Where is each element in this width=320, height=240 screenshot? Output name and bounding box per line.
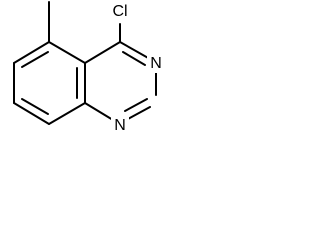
cl-label-mask <box>108 2 132 22</box>
chemical-structure: Cl N N <box>13 1 165 135</box>
bond-n1-c8a <box>84 102 114 121</box>
bond-c5-c4a <box>48 41 86 64</box>
double-bond-c4-n3 <box>122 51 146 66</box>
nitrogen-label-n3: N <box>150 55 162 72</box>
bond-c8-c7 <box>13 102 50 125</box>
double-bond-c2-n1 <box>124 98 148 112</box>
bond-c4a-c4 <box>84 41 121 64</box>
bond-group <box>13 1 157 125</box>
n1-label-mask <box>111 117 129 135</box>
n3-label-mask <box>147 55 165 73</box>
bond-c8a-c8 <box>48 102 86 125</box>
bond-c4-n3 <box>119 41 151 60</box>
atom-labels: Cl N N <box>108 2 165 135</box>
nitrogen-label-n1: N <box>114 117 126 134</box>
bond-c2-n1 <box>125 106 151 121</box>
double-bond-c8-c7 <box>21 98 49 115</box>
chlorine-label: Cl <box>112 3 127 20</box>
bond-c6-c5 <box>13 41 50 64</box>
double-bond-c6-c5 <box>21 51 49 68</box>
